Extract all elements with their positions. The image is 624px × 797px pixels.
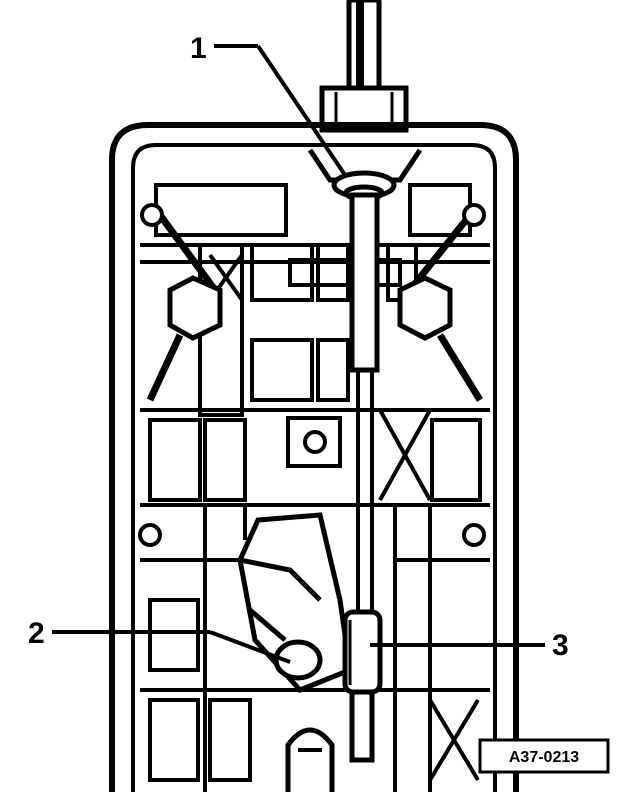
bottom-bumper [285,727,335,792]
mounting-holes [138,203,486,547]
callout-3-label: 3 [552,629,569,662]
lever-part-3 [342,609,383,695]
reference-code-text: A37-0213 [509,749,579,766]
pivot-block [286,416,342,468]
housing-frame [109,122,519,792]
leader-lines [52,44,545,664]
lever-arm-part-2 [237,512,353,693]
callout-1-label: 1 [190,32,207,65]
cross-braces [208,253,480,782]
shift-rod [307,148,423,763]
reference-code-box: A37-0213 [478,738,610,774]
diagonal-struts [146,212,483,402]
shift-cable-shaft [319,0,409,133]
hex-nuts [167,275,453,341]
callout-2-label: 2 [28,617,45,650]
